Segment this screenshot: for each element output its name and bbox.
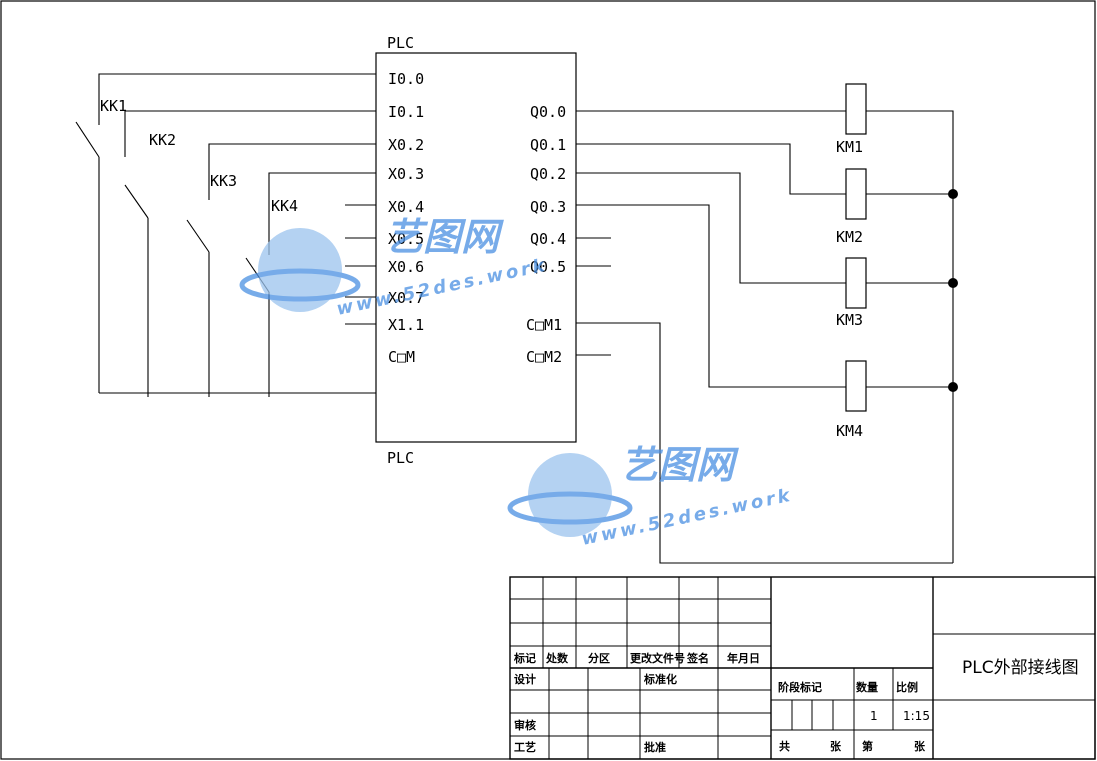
coil-km1	[845, 83, 867, 135]
watermark-url: www.52des.work	[335, 255, 550, 320]
wire-q02	[576, 172, 846, 284]
total-label: 共	[779, 739, 790, 753]
junction-dot	[948, 278, 958, 288]
wire-q01	[576, 143, 846, 195]
plc-label-top: PLC	[387, 34, 414, 52]
plc-input-label: I0.0	[388, 70, 424, 88]
plc-input-label: X0.2	[388, 136, 424, 154]
quantity-value: 1	[870, 709, 878, 723]
plc-output-label: C□M1	[526, 316, 562, 334]
switch-kk3	[186, 219, 210, 253]
plc-input-label: X0.4	[388, 198, 424, 216]
plc-input-label: X1.1	[388, 316, 424, 334]
wire-x03	[268, 172, 376, 255]
plc-label-bottom: PLC	[387, 449, 414, 467]
plc-output-label: Q0.2	[530, 165, 566, 183]
coil-km4	[845, 360, 867, 412]
coil-km2	[845, 168, 867, 220]
stage-mark-label: 阶段标记	[778, 680, 822, 694]
switch-label: KK2	[149, 131, 176, 149]
plc-input-label: X0.5	[388, 230, 424, 248]
plc-output-label: Q0.3	[530, 198, 566, 216]
wire-q03	[576, 204, 846, 388]
plc-input-label: X0.7	[388, 289, 424, 307]
tb-label: 工艺	[514, 740, 536, 754]
switch-kk1	[75, 121, 100, 158]
wire-right-bus	[866, 110, 954, 563]
watermark-brand: 艺图网	[620, 443, 739, 487]
plc-input-label: C□M	[388, 348, 415, 366]
tb-header: 处数	[545, 651, 569, 665]
plc-box	[375, 52, 577, 443]
drawing-title: PLC外部接线图	[962, 658, 1079, 678]
plc-block: PLC PLC I0.0 I0.1 X0.2 X0.3 X0.4 X0.5 X0…	[375, 34, 577, 467]
quantity-label: 数量	[856, 680, 878, 694]
switch-label: KK1	[100, 97, 127, 115]
wire-i01	[124, 110, 376, 157]
input-wiring	[75, 73, 376, 397]
plc-input-label: X0.6	[388, 258, 424, 276]
switch-label: KK3	[210, 172, 237, 190]
plc-output-label: C□M2	[526, 348, 562, 366]
scale-value: 1:15	[903, 709, 930, 723]
output-wiring	[576, 110, 954, 564]
junction-dot	[948, 382, 958, 392]
plc-output-label: Q0.5	[530, 258, 566, 276]
plc-input-label: X0.3	[388, 165, 424, 183]
tb-label: 批准	[644, 740, 666, 754]
switch-label: KK4	[271, 197, 298, 215]
contactor-label: KM4	[836, 422, 863, 440]
tb-header: 年月日	[727, 651, 760, 665]
contactor-label: KM1	[836, 138, 863, 156]
plc-output-label: Q0.4	[530, 230, 566, 248]
tb-header: 标记	[513, 651, 536, 665]
sheets-label: 张	[830, 739, 842, 753]
contactor-label: KM3	[836, 311, 863, 329]
tb-label: 设计	[514, 672, 536, 686]
watermark-brand: 艺图网	[385, 215, 504, 259]
sheet-no-label: 第	[862, 739, 873, 753]
wire-x02	[208, 143, 376, 200]
tb-label: 审核	[514, 718, 536, 732]
tb-header: 分区	[588, 651, 610, 665]
tb-header: 更改文件号	[630, 651, 685, 665]
junction-dots	[948, 189, 958, 392]
wire-i00	[98, 73, 376, 125]
page-label: 张	[914, 739, 926, 753]
watermark-swoosh	[507, 491, 633, 525]
title-block	[509, 576, 1096, 760]
plc-output-label: Q0.0	[530, 103, 566, 121]
plc-output-label: Q0.1	[530, 136, 566, 154]
contactor-coils	[845, 83, 867, 412]
wire-com1	[576, 322, 953, 564]
contactor-label: KM2	[836, 228, 863, 246]
watermark: 艺图网 www.52des.work	[507, 443, 794, 550]
plc-input-label: I0.1	[388, 103, 424, 121]
tb-header: 签名	[686, 651, 709, 665]
coil-km3	[845, 257, 867, 309]
junction-dot	[948, 189, 958, 199]
watermark-swoosh	[239, 268, 361, 302]
tb-label: 标准化	[643, 672, 677, 686]
scale-label: 比例	[896, 680, 918, 694]
switch-kk2	[124, 184, 149, 219]
title-block-text: 标记 处数 分区 更改文件号 签名 年月日 设计 审核 工艺 标准化 批准 阶段…	[513, 651, 1079, 754]
